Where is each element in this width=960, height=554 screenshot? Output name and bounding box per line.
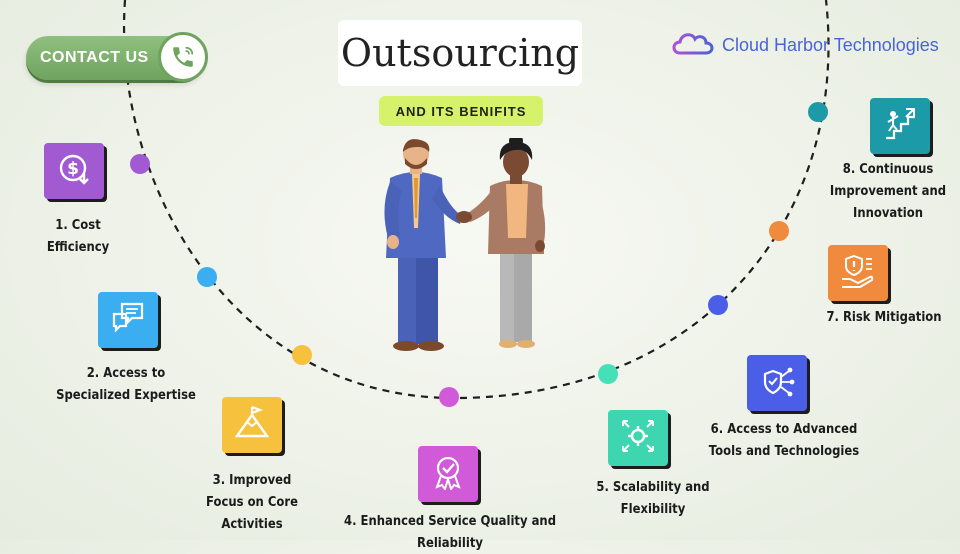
step-4-label: 4. Enhanced Service Quality and Reliabil… <box>343 513 557 551</box>
step-5-label: 5. Scalability and Flexibility <box>596 479 710 517</box>
timeline-dot-2 <box>197 267 217 287</box>
step-5-icon-card <box>608 410 668 466</box>
step-4-icon-card <box>418 446 478 502</box>
dollar-down-icon: $ <box>56 151 92 192</box>
timeline-dot-1 <box>130 154 150 174</box>
step-7-icon-card <box>828 245 888 301</box>
cloud-icon <box>670 29 716 62</box>
step-6-icon-card <box>747 355 807 411</box>
timeline-dot-4 <box>439 387 459 407</box>
svg-text:$: $ <box>67 159 79 179</box>
scale-gear-icon <box>620 418 656 459</box>
step-1-icon-card: $ <box>44 143 104 199</box>
brand-name: Cloud Harbor Technologies <box>722 34 939 55</box>
page-subtitle: AND ITS BENIFITS <box>379 96 543 126</box>
step-8-label: 8. Continuous Improvement and Innovation <box>829 161 947 221</box>
businessman-figure <box>384 139 462 351</box>
timeline-dot-5 <box>598 364 618 384</box>
step-6-label: 6. Access to Advanced Tools and Technolo… <box>708 421 860 459</box>
quality-badge-icon <box>430 454 466 495</box>
risk-hand-icon <box>840 253 876 294</box>
timeline-dot-8 <box>808 102 828 122</box>
mountain-flag-icon <box>234 405 270 446</box>
contact-us-button[interactable]: CONTACT US <box>26 32 208 82</box>
phone-icon <box>158 32 208 82</box>
step-3-icon-card <box>222 397 282 453</box>
step-1-label: 1. Cost Efficiency <box>46 217 110 255</box>
step-2-label: 2. Access to Specialized Expertise <box>56 365 196 403</box>
step-7-label: 7. Risk Mitigation <box>826 309 942 325</box>
step-3-label: 3. Improved Focus on Core Activities <box>206 472 298 532</box>
timeline-dot-3 <box>292 345 312 365</box>
handshake-illustration <box>384 138 546 351</box>
stairs-climb-icon <box>882 106 918 147</box>
page-title: Outsourcing <box>338 20 582 86</box>
network-shield-icon <box>759 363 795 404</box>
businesswoman-figure <box>456 138 546 348</box>
timeline-arc <box>122 0 830 407</box>
timeline-dot-7 <box>769 221 789 241</box>
chat-bubbles-icon <box>110 300 146 341</box>
step-8-icon-card <box>870 98 930 154</box>
timeline-dot-6 <box>708 295 728 315</box>
contact-us-label: CONTACT US <box>40 49 149 66</box>
brand-logo: Cloud Harbor Technologies <box>670 30 939 60</box>
step-2-icon-card <box>98 292 158 348</box>
